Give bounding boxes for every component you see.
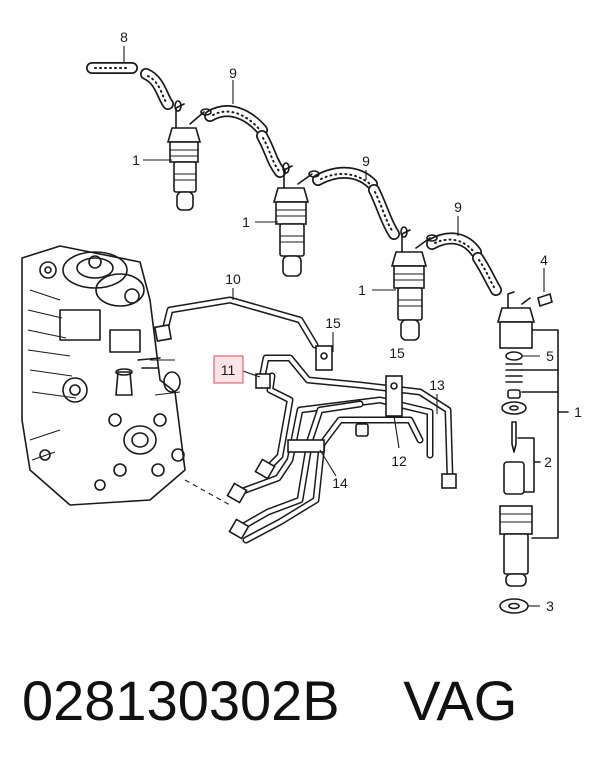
return-hose-9-b [312, 166, 400, 240]
callout-13: 13 [429, 377, 445, 393]
callout-11: 11 [221, 362, 236, 378]
callout-3: 3 [546, 598, 554, 614]
callout-9-c: 9 [454, 199, 462, 215]
callout-15-a: 15 [325, 315, 341, 331]
callout-9-b: 9 [362, 153, 370, 169]
callout-2: 2 [544, 454, 552, 470]
injector-exploded [496, 291, 569, 614]
brand-name: VAG [403, 669, 518, 732]
callout-9-a: 9 [229, 65, 237, 81]
callout-1-a: 1 [132, 152, 140, 168]
callout-8: 8 [120, 29, 128, 45]
callout-10: 10 [225, 271, 241, 287]
callout-11-highlight [213, 355, 244, 384]
callout-labels: 8 9 1 9 1 9 10 1 15 15 11 13 12 14 4 5 1… [120, 29, 582, 614]
callout-12: 12 [391, 453, 407, 469]
callout-1-d: 1 [574, 404, 582, 420]
callout-1-b: 1 [242, 214, 250, 230]
footer-caption: 028130302B VAG [22, 668, 517, 738]
return-hose-9-a [204, 105, 286, 178]
part-number: 028130302B [22, 669, 340, 732]
return-hose-9-c [426, 232, 502, 296]
callout-1-c: 1 [358, 282, 366, 298]
callout-4: 4 [540, 252, 548, 268]
return-hose-8 [86, 62, 174, 110]
leader-lines [123, 46, 545, 607]
callout-15-b: 15 [389, 345, 405, 361]
callout-5: 5 [546, 348, 554, 364]
injector-2 [272, 162, 320, 277]
fuel-pipes [153, 296, 457, 544]
injector-3 [390, 226, 438, 341]
callout-14: 14 [332, 475, 348, 491]
exploded-parts-diagram: 8 9 1 9 1 9 10 1 15 15 11 13 12 14 4 5 1… [21, 29, 582, 614]
injector-1 [166, 100, 212, 211]
injection-pump [21, 245, 231, 506]
